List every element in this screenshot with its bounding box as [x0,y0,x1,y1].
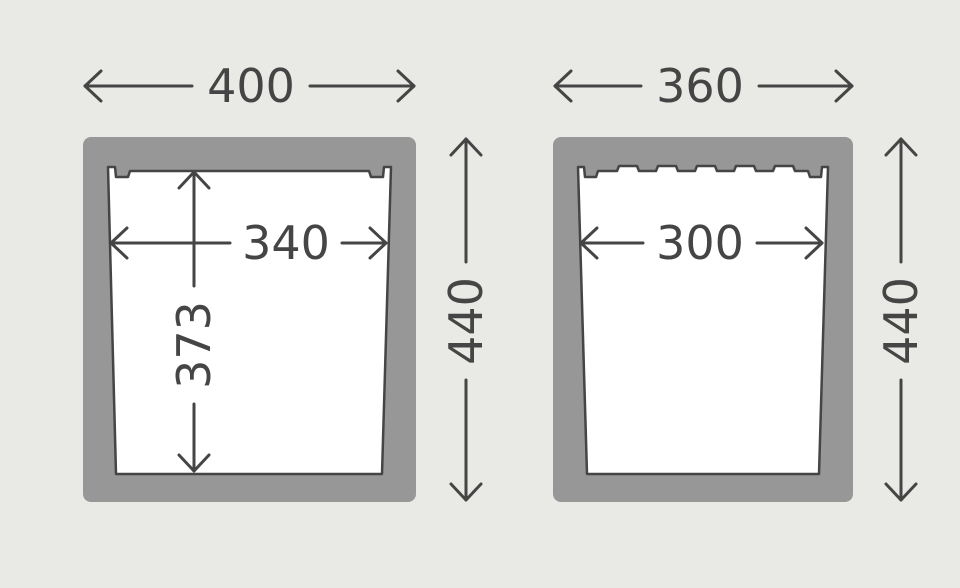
left-inner-width-label: 340 [242,216,330,270]
right-outer-width-arrow-left [553,69,573,103]
left-height-arrow-bottom [449,482,483,502]
left-outer-width-dimension [83,69,416,103]
left-outer-width-arrow-right [396,69,416,103]
right-frame [553,137,853,502]
right-inner-width-label: 300 [656,216,744,270]
left-inner-height-arrow-bottom [177,453,211,473]
left-height-dimension [449,137,483,502]
right-outer-width-arrow-right [834,69,854,103]
left-inner-width-arrow-left [109,226,129,260]
right-inner-width-dimension [579,226,824,260]
left-height-label: 440 [439,277,493,365]
left-inner-width-arrow-right [368,226,388,260]
right-height-arrow-top [884,137,918,157]
left-inner-width-dimension [109,226,388,260]
right-outer-width-label: 360 [656,59,744,113]
right-frame-insert [576,164,830,476]
left-outer-width-arrow-left [83,69,103,103]
left-inner-height-label: 373 [167,301,221,389]
right-outer-width-dimension [553,69,854,103]
left-height-arrow-top [449,137,483,157]
right-inner-width-arrow-left [579,226,599,260]
right-height-dimension [884,137,918,502]
right-height-arrow-bottom [884,482,918,502]
left-frame [83,137,416,502]
left-outer-width-label: 400 [207,59,295,113]
left-inner-height-dimension [177,170,211,473]
right-height-label: 440 [874,277,928,365]
right-inner-width-arrow-right [804,226,824,260]
left-inner-height-arrow-top [177,170,211,190]
left-frame-insert [106,165,393,476]
